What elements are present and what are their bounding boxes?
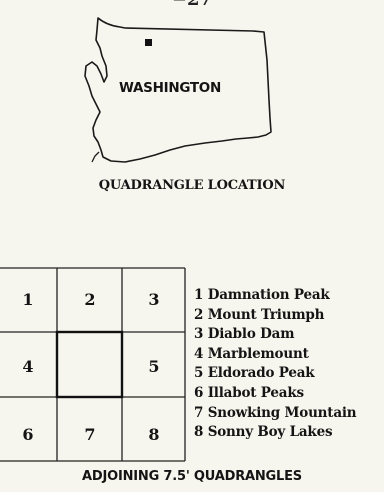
grid-cell-2: 2 [84,290,96,309]
grid-cell-4: 4 [22,357,34,376]
quadrangle-name-item: 7 Snowking Mountain [194,404,357,421]
grid-cell-8: 8 [148,425,160,444]
quadrangle-name-item: 4 Marblemount [194,345,309,362]
location-marker-icon [145,39,152,46]
quadrangle-name-item: 5 Eldorado Peak [194,365,315,382]
quadrangle-location-caption: QUADRANGLE LOCATION [98,178,286,193]
quadrangle-name-list: 1 Damnation Peak 2 Mount Triumph 3 Diabl… [194,286,357,443]
state-label: WASHINGTON [119,80,221,96]
adjoining-quadrangles-grid [0,267,186,462]
quadrangle-name-item: 2 Mount Triumph [194,306,325,323]
grid-cell-7: 7 [84,425,96,444]
quadrangle-name-item: 6 Illabot Peaks [194,384,304,401]
quadrangle-name-item: 1 Damnation Peak [194,287,330,303]
page-number-fragment: −27 [0,0,384,10]
grid-cell-1: 1 [22,290,34,309]
grid-cell-6: 6 [22,425,34,444]
grid-cell-5: 5 [148,357,160,376]
grid-cell-3: 3 [148,290,160,309]
quadrangle-name-item: 8 Sonny Boy Lakes [194,424,333,441]
washington-state-outline [84,17,272,163]
adjoining-quadrangles-caption: ADJOINING 7.5' QUADRANGLES [82,469,302,484]
quadrangle-name-item: 3 Diablo Dam [194,326,295,343]
